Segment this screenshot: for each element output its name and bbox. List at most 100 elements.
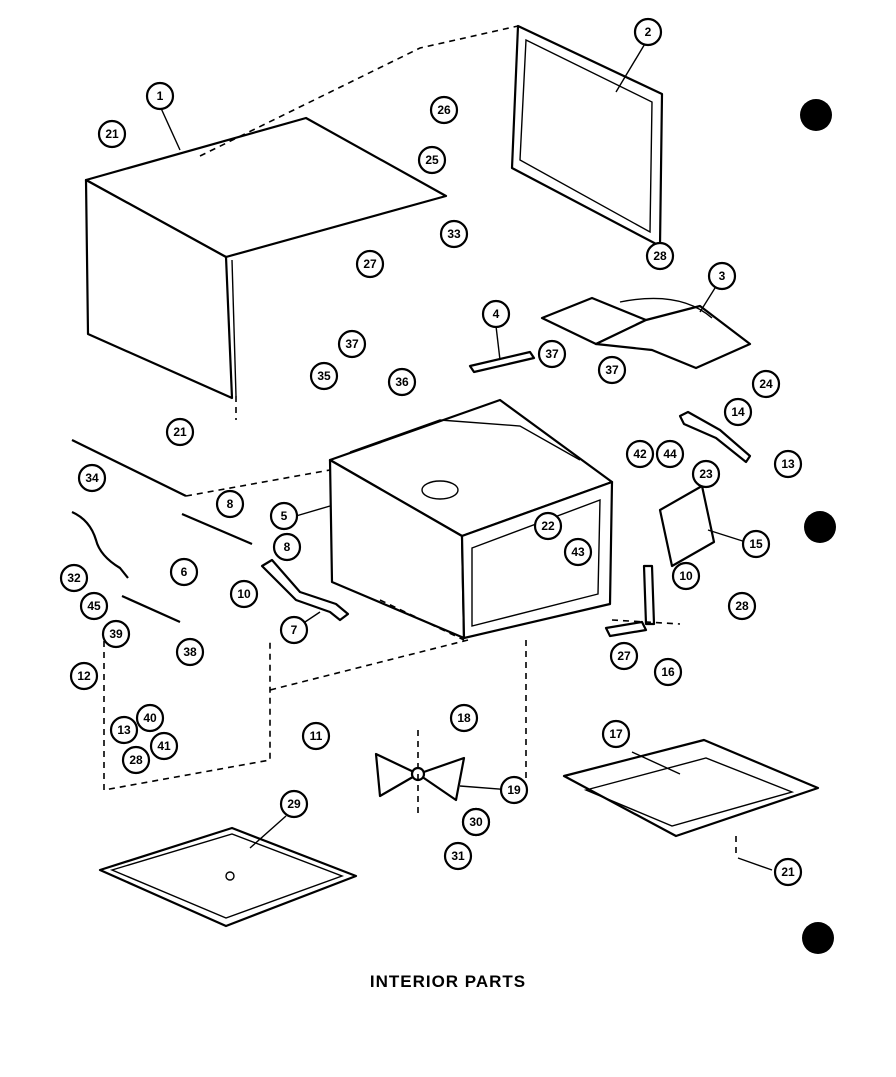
callout-circle (279, 615, 309, 645)
callout-27: 27 (355, 249, 385, 279)
callout-28: 28 (727, 591, 757, 621)
callout-label: 11 (310, 729, 323, 743)
callout-circle (653, 657, 683, 687)
callout-label: 40 (143, 711, 157, 725)
callout-circle (481, 299, 511, 329)
callout-circle (597, 355, 627, 385)
callout-40: 40 (135, 703, 165, 733)
callout-circle (449, 703, 479, 733)
callout-label: 29 (287, 797, 301, 811)
callout-circle (499, 775, 529, 805)
callout-circle (175, 637, 205, 667)
callout-21: 21 (165, 417, 195, 447)
callout-10: 10 (671, 561, 701, 591)
callout-circle (691, 459, 721, 489)
callout-circle (77, 463, 107, 493)
callout-33: 33 (439, 219, 469, 249)
callout-circle (443, 841, 473, 871)
callout-label: 13 (117, 723, 131, 737)
callout-label: 44 (663, 447, 677, 461)
part-hinge-arm (260, 558, 350, 622)
callout-28: 28 (121, 745, 151, 775)
callout-circle (97, 119, 127, 149)
callout-circle (101, 619, 131, 649)
callout-circle (773, 449, 803, 479)
callout-14: 14 (723, 397, 753, 427)
callout-label: 8 (227, 497, 234, 511)
callout-label: 5 (281, 509, 288, 523)
callout-label: 32 (67, 571, 81, 585)
binder-hole-bottom (802, 922, 834, 954)
callout-label: 8 (284, 540, 291, 554)
callout-label: 31 (451, 849, 465, 863)
callout-36: 36 (387, 367, 417, 397)
callout-label: 17 (609, 727, 623, 741)
callout-label: 23 (699, 467, 713, 481)
callout-circle (79, 591, 109, 621)
callout-circle (609, 641, 639, 671)
callout-circle (723, 397, 753, 427)
part-oven-tray (98, 826, 358, 928)
callout-27: 27 (609, 641, 639, 671)
callout-8: 8 (215, 489, 245, 519)
callout-44: 44 (655, 439, 685, 469)
callout-10: 10 (229, 579, 259, 609)
callout-circle (537, 339, 567, 369)
callout-26: 26 (429, 95, 459, 125)
part-fan-blade (374, 752, 466, 802)
callout-label: 27 (363, 257, 377, 271)
callout-circle (751, 369, 781, 399)
callout-circle (625, 439, 655, 469)
callout-label: 18 (457, 711, 471, 725)
callout-label: 33 (447, 227, 461, 241)
callout-circle (215, 489, 245, 519)
callout-label: 45 (87, 599, 101, 613)
callout-circle (229, 579, 259, 609)
callout-35: 35 (309, 361, 339, 391)
part-mounting-plate (658, 484, 716, 568)
callout-circle (109, 715, 139, 745)
part-strip-34 (71, 439, 187, 497)
callout-label: 6 (181, 565, 188, 579)
callout-label: 1 (157, 89, 164, 103)
callout-37: 37 (537, 339, 567, 369)
part-side-strip (604, 564, 656, 638)
callout-circle (707, 261, 737, 291)
callout-label: 21 (781, 865, 795, 879)
callout-23: 23 (691, 459, 721, 489)
callout-label: 2 (645, 25, 652, 39)
callout-circle (272, 532, 302, 562)
binder-hole-top (800, 99, 832, 131)
callout-label: 42 (633, 447, 647, 461)
callout-7: 7 (279, 615, 309, 645)
callout-17: 17 (601, 719, 631, 749)
callout-11: 11 (301, 721, 331, 751)
callout-43: 43 (563, 537, 593, 567)
callout-circle (727, 591, 757, 621)
callout-label: 28 (653, 249, 667, 263)
callout-circle (149, 731, 179, 761)
callout-circle (165, 417, 195, 447)
callout-circle (59, 563, 89, 593)
callout-circle (633, 17, 663, 47)
callout-5: 5 (269, 501, 299, 531)
callout-3: 3 (707, 261, 737, 291)
callout-21: 21 (97, 119, 127, 149)
callout-30: 30 (461, 807, 491, 837)
callout-12: 12 (69, 661, 99, 691)
part-outer-cabinet (84, 116, 448, 400)
callout-circle (417, 145, 447, 175)
callout-22: 22 (533, 511, 563, 541)
callout-24: 24 (751, 369, 781, 399)
callout-circle (429, 95, 459, 125)
callout-label: 37 (345, 337, 359, 351)
callout-circle (301, 721, 331, 751)
part-oven-cavity (328, 398, 614, 640)
part-probe (121, 594, 181, 624)
callout-circle (309, 361, 339, 391)
callout-1: 1 (145, 81, 175, 111)
callout-37: 37 (337, 329, 367, 359)
callout-label: 10 (237, 587, 251, 601)
callout-38: 38 (175, 637, 205, 667)
